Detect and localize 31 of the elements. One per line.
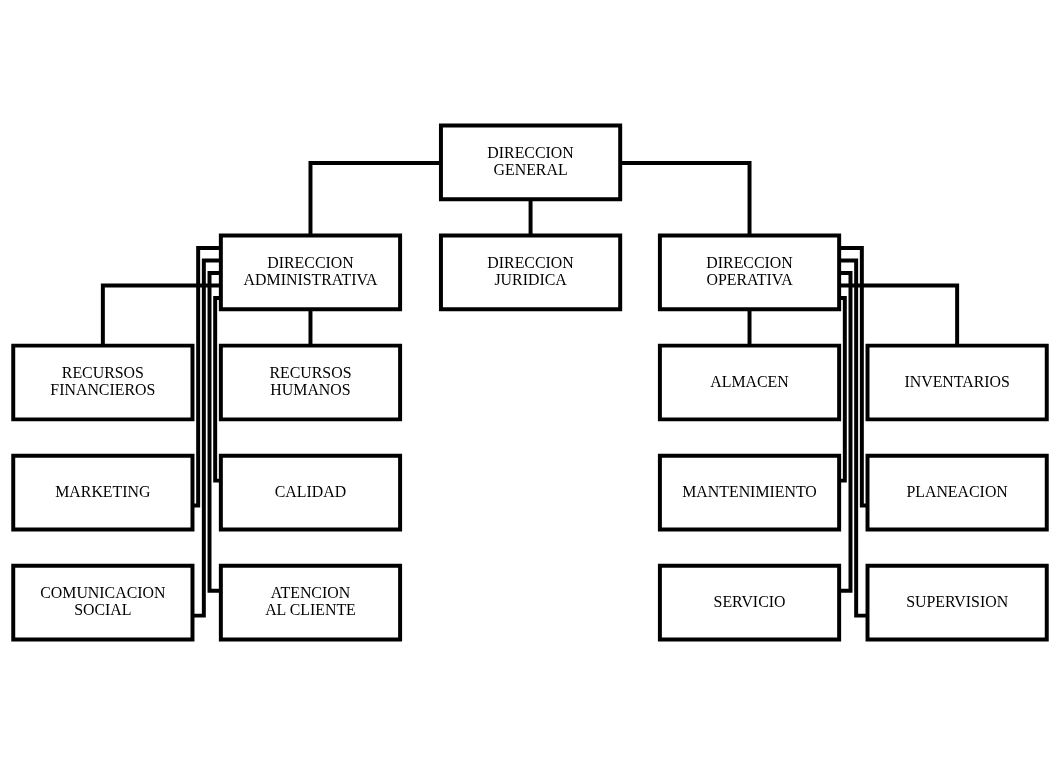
node-box: PLANEACION xyxy=(865,453,1049,532)
node-box: DIRECCION ADMINISTRATIVA xyxy=(218,233,403,312)
connector xyxy=(193,246,221,508)
connector xyxy=(839,258,868,618)
node-box: ATENCION AL CLIENTE xyxy=(218,563,403,642)
node-box: CALIDAD xyxy=(218,453,403,532)
node-box: COMUNICACION SOCIAL xyxy=(11,563,195,642)
node-box: RECURSOS HUMANOS xyxy=(218,343,403,422)
connector xyxy=(839,283,960,346)
node-box: SUPERVISION xyxy=(865,563,1049,642)
node-box: RECURSOS FINANCIEROS xyxy=(11,343,195,422)
node-box: MARKETING xyxy=(11,453,195,532)
connector xyxy=(839,271,853,593)
connector xyxy=(620,161,752,236)
node-box: INVENTARIOS xyxy=(865,343,1049,422)
connector xyxy=(308,309,313,346)
node-box: SERVICIO xyxy=(657,563,842,642)
node-box: DIRECCION JURIDICA xyxy=(438,233,623,312)
connector xyxy=(213,296,221,483)
node-box: DIRECCION GENERAL xyxy=(438,123,623,202)
connector xyxy=(308,161,441,236)
node-box: DIRECCION OPERATIVA xyxy=(657,233,842,312)
node-box: ALMACEN xyxy=(657,343,842,422)
connector xyxy=(747,309,752,346)
connector xyxy=(192,258,221,618)
connector xyxy=(207,271,221,593)
connector xyxy=(100,283,221,346)
node-box: MANTENIMIENTO xyxy=(657,453,842,532)
connector xyxy=(528,199,533,236)
connector xyxy=(839,296,847,483)
connector xyxy=(839,246,867,508)
